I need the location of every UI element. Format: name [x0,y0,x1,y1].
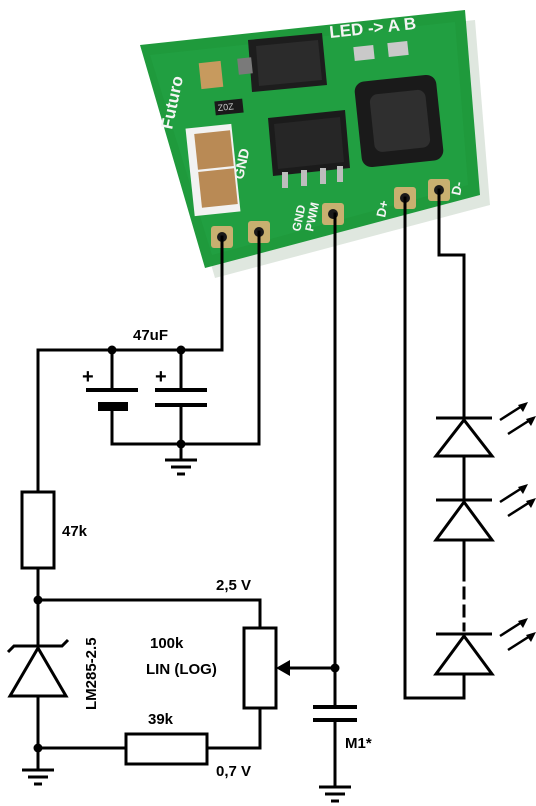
resistor-39k [124,732,209,766]
smd-resistor-1 [237,57,253,75]
capacitor-2: + [155,366,207,407]
pcb-module-photo: LED -> A B Futuro GND Z0Z [140,10,490,278]
junction-dot [33,743,43,753]
junction-dot [176,345,186,355]
capacitor-m1-label: M1* [345,735,372,752]
pcb-pad-gnd-label: GND [289,203,308,232]
reference-diode-label: LM285-2.5 [83,637,100,710]
ground-symbol-ref [22,768,54,786]
resistor-39k-label: 39k [148,711,174,728]
schematic-wires [36,188,466,787]
led-n [433,618,536,676]
ground-symbol-caps [165,458,197,476]
wire-led-plus [403,196,466,700]
pot-value-label: 100k [150,635,184,652]
resistor-47k-label: 47k [62,523,88,540]
junction-dot [176,439,186,449]
wire-led-minus [437,188,466,420]
pot-type-label: LIN (LOG) [146,661,217,678]
pcb-pad-plus-label: D+ [373,198,391,218]
wire-pot-bottom [205,706,262,750]
voltage-top-label: 2,5 V [216,577,251,594]
smd-cap-large [185,123,241,217]
led-1-emission-arrows [499,404,531,436]
smd-resistor-3 [387,40,409,58]
potentiometer [242,626,278,710]
cap2-plus-sign: + [155,366,167,388]
potentiometer-wiper-arrow [276,660,296,676]
pcb-zener-mark: Z0Z [217,101,234,113]
pcb-port-label: PWM [302,201,322,233]
smd-inductor [354,74,444,168]
junction-dot [330,663,340,673]
pcb-pads [211,179,450,248]
junction-dot [33,595,43,605]
capacitor-m1 [313,705,357,722]
smd-diode [214,98,244,116]
led-2-emission-arrows [499,486,531,518]
smd-cap-small [198,60,224,90]
voltage-bottom-label: 0,7 V [216,763,251,780]
led-1 [432,402,536,458]
wire-pot-top [36,598,262,630]
led-2 [433,484,536,542]
junction-dots [33,345,340,753]
cap1-plus-sign: + [82,366,94,388]
pcb-pad-minus-label: D- [448,180,466,197]
cap-value-label: 47uF [133,327,168,344]
junction-dot [107,345,117,355]
so8-ic-main [268,110,350,188]
reference-diode [6,638,70,700]
smd-resistor-2 [353,44,375,62]
capacitor-electrolytic-1: + [82,366,138,411]
wire-vin [36,235,224,494]
resistor-47k [20,490,56,570]
ground-symbol-m1 [319,785,351,803]
led-n-emission-arrows [499,620,531,652]
smd-ic-top [248,33,327,92]
